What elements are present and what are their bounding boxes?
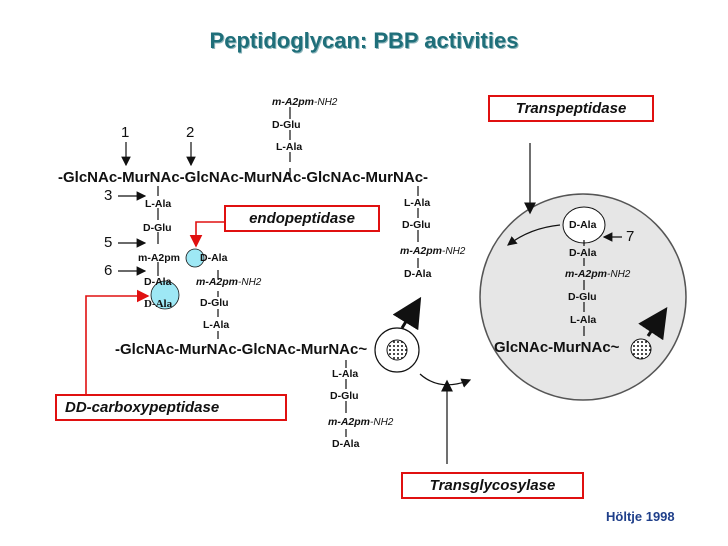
right-lala: L-Ala xyxy=(404,197,431,209)
left-terminal-dala: D-Ala xyxy=(144,298,173,310)
top-glycan-chain: -GlcNAc-MurNAc-GlcNAc-MurNAc-GlcNAc-MurN… xyxy=(58,169,429,186)
top-a2pm: m-A2pm-NH2 xyxy=(272,96,338,108)
arrow-release-middle xyxy=(392,296,422,331)
transglycosylase-label: Transglycosylase xyxy=(401,472,584,499)
transglycosylase-bead xyxy=(386,339,408,361)
top-lala: L-Ala xyxy=(276,141,303,153)
citation: Höltje 1998 xyxy=(606,509,675,524)
middle-glycan-chain: -GlcNAc-MurNAc-GlcNAc-MurNAc~ xyxy=(115,341,368,358)
site-label-1: 1 xyxy=(121,124,130,141)
bottom-a2pm: m-A2pm-NH2 xyxy=(328,416,394,428)
arrow-circle-curve xyxy=(507,224,561,246)
carboxy-connector xyxy=(85,289,150,394)
endo-cleavage-site xyxy=(185,248,205,268)
site-label-6: 6 xyxy=(104,262,113,279)
bonds xyxy=(157,107,585,437)
right-a2pm: m-A2pm-NH2 xyxy=(400,245,466,257)
left-dala: D-Ala xyxy=(144,276,172,288)
endo-connector xyxy=(189,221,232,248)
enzyme-bead xyxy=(630,338,652,360)
mid-lala: L-Ala xyxy=(203,319,230,331)
bottom-lala: L-Ala xyxy=(332,368,359,380)
site-label-5: 5 xyxy=(104,234,113,251)
dd-carboxypeptidase-label: DD-carboxypeptidase xyxy=(55,394,287,421)
arrow-release-circle xyxy=(638,307,668,341)
left-a2pm: m-A2pm xyxy=(138,252,181,264)
mid-dglu: D-Glu xyxy=(200,297,229,309)
left-dglu: D-Glu xyxy=(143,222,172,234)
circle-dglu: D-Glu xyxy=(568,291,597,303)
bottom-dala: D-Ala xyxy=(332,438,360,450)
slide-title: Peptidoglycan: PBP activities xyxy=(209,28,519,53)
site-label-7: 7 xyxy=(626,228,635,245)
site-label-3: 3 xyxy=(104,187,113,204)
top-dglu: D-Glu xyxy=(272,119,301,131)
circle-glycan: GlcNAc-MurNAc~ xyxy=(494,339,620,356)
circle-dala: D-Ala xyxy=(569,247,597,259)
circle-dala-bound: D-Ala xyxy=(569,219,597,231)
endopeptidase-label: endopeptidase xyxy=(224,205,380,232)
left-lala: L-Ala xyxy=(145,198,172,210)
arrow-wave xyxy=(419,373,472,388)
circle-a2pm: m-A2pm-NH2 xyxy=(565,268,631,280)
bottom-dglu: D-Glu xyxy=(330,390,359,402)
left-crosslink-dala: D-Ala xyxy=(200,252,228,264)
right-dglu: D-Glu xyxy=(402,219,431,231)
mid-a2pm: m-A2pm-NH2 xyxy=(196,276,262,288)
right-dala: D-Ala xyxy=(404,268,432,280)
carboxy-cleavage-site xyxy=(150,280,180,310)
transpeptidase-label: Transpeptidase xyxy=(488,95,654,122)
circle-lala: L-Ala xyxy=(570,314,597,326)
site-label-2: 2 xyxy=(186,124,195,141)
